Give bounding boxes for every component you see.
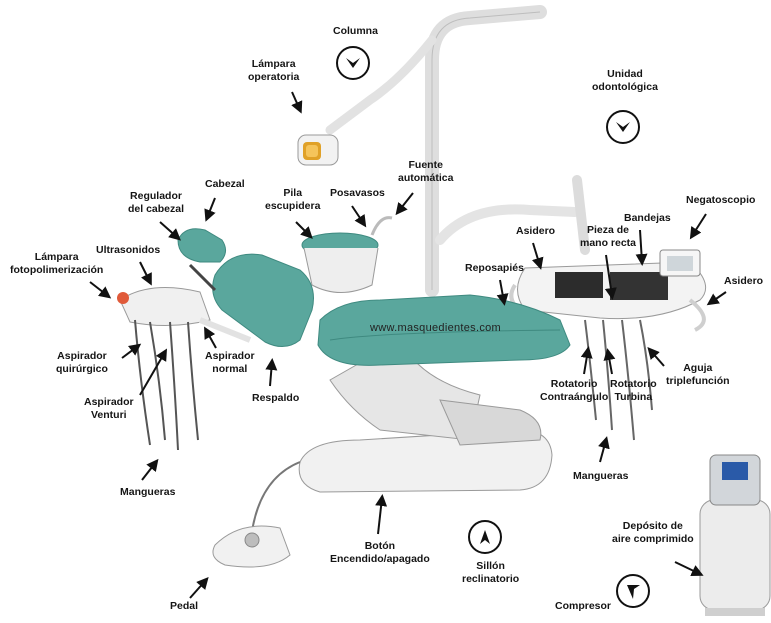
arrow-turbina (608, 352, 612, 374)
arrow-pieza (606, 255, 612, 296)
arrow-negatoscopio (692, 214, 706, 236)
arrow-deposito (675, 562, 700, 574)
arrow-mangueras-right (600, 440, 606, 462)
arrow-respaldo (270, 362, 272, 386)
arrow-aguja (650, 350, 664, 366)
arrow-mangueras-left (142, 462, 156, 480)
arrow-posavasos (352, 206, 364, 224)
arrow-cabezal (207, 198, 215, 218)
arrow-quirurgico (122, 346, 138, 358)
arrow-pedal (190, 580, 206, 598)
arrow-asidero-left (533, 243, 540, 266)
arrow-boton (378, 498, 382, 534)
arrow-bandejas (640, 230, 642, 262)
arrow-pila (296, 222, 310, 236)
arrow-lampara-operatoria (292, 92, 300, 110)
arrow-regulador (160, 222, 178, 238)
arrow-fotopolimerizacion (90, 282, 108, 296)
arrow-contraangulo (584, 350, 588, 374)
arrow-normal (206, 330, 216, 348)
arrow-fuente (398, 193, 413, 212)
arrow-asidero-right (710, 292, 726, 303)
arrow-ultrasonidos (140, 262, 150, 282)
arrow-reposapies (500, 280, 504, 302)
arrow-venturi (140, 352, 165, 395)
